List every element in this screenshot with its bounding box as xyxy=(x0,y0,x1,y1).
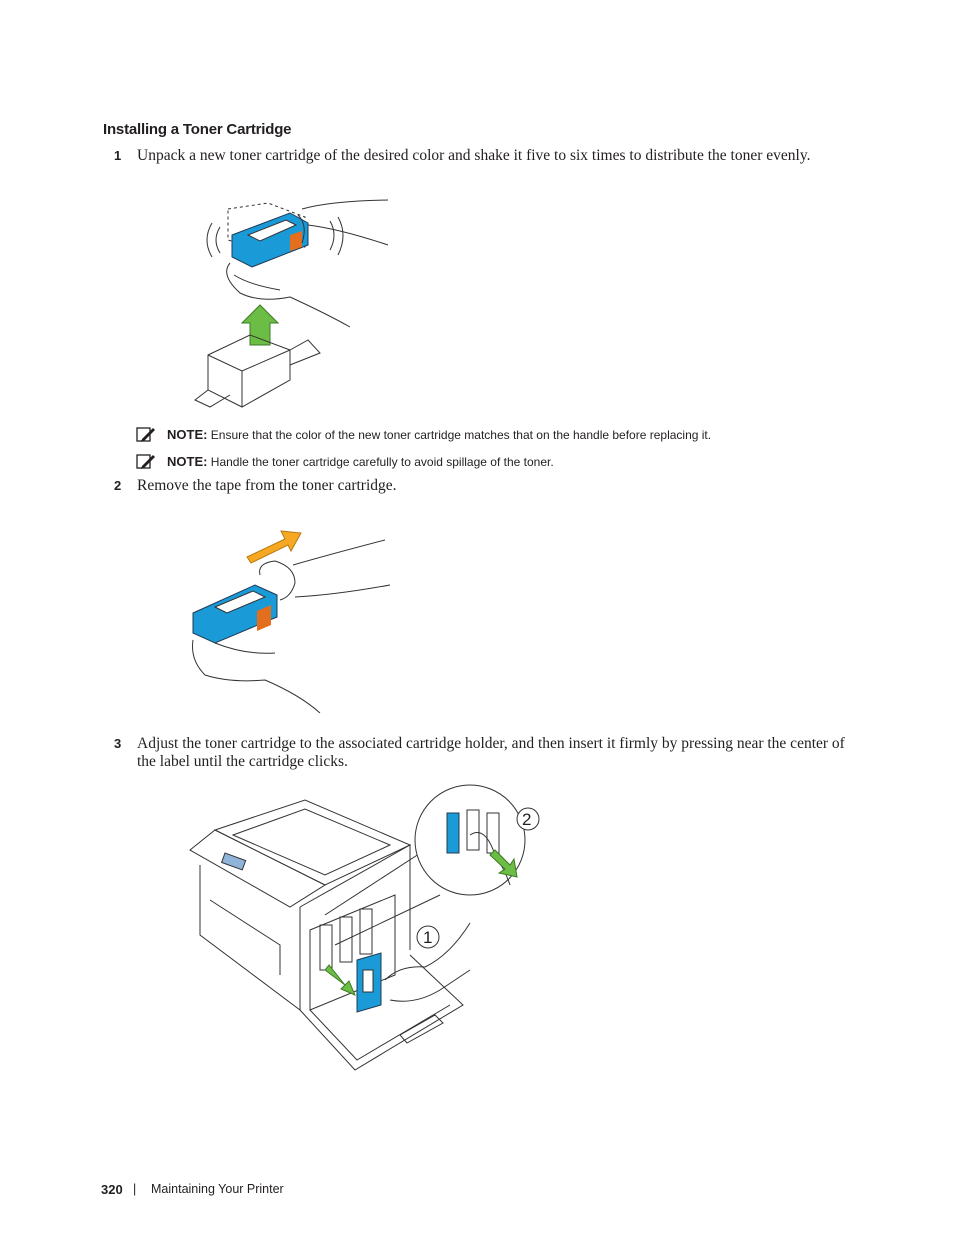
section-title: Installing a Toner Cartridge xyxy=(103,121,292,138)
note-text: Ensure that the color of the new toner c… xyxy=(210,428,712,442)
footer-separator: | xyxy=(133,1182,137,1196)
note-label: NOTE: xyxy=(167,427,208,442)
step-text-line-2: the label until the cartridge clicks. xyxy=(137,753,348,770)
note-text: Handle the toner cartridge carefully to … xyxy=(210,455,554,469)
note-1: NOTE: Ensure that the color of the new t… xyxy=(167,427,711,442)
step-text: Unpack a new toner cartridge of the desi… xyxy=(137,147,811,164)
figure-remove-tape xyxy=(192,530,391,714)
step-number: 2 xyxy=(114,478,122,493)
note-label: NOTE: xyxy=(167,454,208,469)
step-text: Remove the tape from the toner cartridge… xyxy=(137,477,397,494)
note-2: NOTE: Handle the toner cartridge careful… xyxy=(167,454,554,469)
callout-2: 2 xyxy=(522,810,532,829)
page-number: 320 xyxy=(101,1182,123,1197)
step-number: 1 xyxy=(114,148,122,163)
note-pencil-icon xyxy=(136,427,155,442)
chapter-title: Maintaining Your Printer xyxy=(151,1182,284,1196)
figure-insert-cartridge xyxy=(189,784,540,1071)
note-pencil-icon xyxy=(136,454,155,469)
figure-unpack-shake xyxy=(194,199,389,408)
step-text-line-1: Adjust the toner cartridge to the associ… xyxy=(137,735,845,752)
step-number: 3 xyxy=(114,736,122,751)
callout-1: 1 xyxy=(423,928,433,947)
